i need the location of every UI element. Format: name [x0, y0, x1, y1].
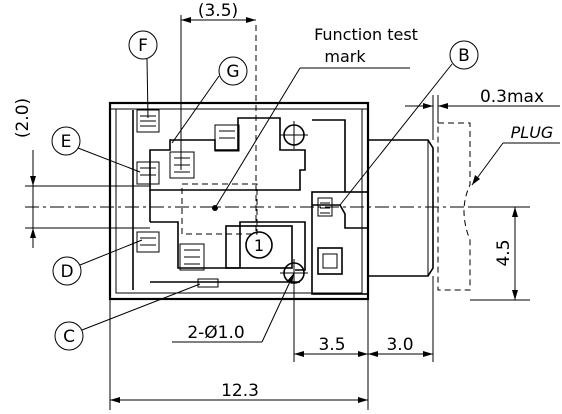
callout-g-label: G	[226, 62, 239, 82]
dim-overall-width-label: 12.3	[221, 381, 259, 401]
callout-b-label: B	[458, 46, 470, 66]
callout-e: E	[51, 126, 141, 173]
pin-one-label: 1	[254, 236, 264, 255]
pin-one-marker: 1	[245, 231, 273, 259]
dim-left-height: (2.0)	[13, 98, 150, 248]
callout-b: B	[339, 40, 479, 206]
dim-overall-width: 12.3	[109, 299, 369, 410]
dim-top-width: (3.5)	[180, 1, 256, 170]
callout-f-label: F	[138, 36, 148, 56]
plug-label: PLUG	[511, 123, 554, 142]
function-test-note: Function test mark	[214, 25, 418, 209]
callout-c: C	[54, 283, 201, 351]
dim-max-gap-label: 0.3max	[480, 87, 544, 107]
hole-top	[280, 121, 308, 149]
hole-note-label: 2-Ø1.0	[187, 323, 244, 343]
plug-outline	[437, 122, 471, 291]
plug-note: PLUG	[471, 123, 560, 186]
callout-g: G	[171, 56, 248, 144]
dim-plug-height: 4.5	[470, 206, 530, 301]
dim-left-height-label: (2.0)	[13, 98, 33, 138]
dim-max-gap: 0.3max	[405, 87, 560, 140]
dim-top-width-label: (3.5)	[198, 1, 238, 21]
callout-c-label: C	[63, 327, 75, 347]
function-test-line2: mark	[324, 47, 366, 66]
dim-lower-left-label: 3.5	[318, 335, 345, 355]
dim-plug-height-label: 4.5	[494, 239, 514, 266]
callout-d: D	[52, 239, 143, 286]
dim-lower: 3.5 3.0	[293, 276, 434, 362]
callout-e-label: E	[61, 132, 72, 152]
function-test-line1: Function test	[314, 25, 418, 44]
plug-barrel	[368, 139, 434, 277]
dim-lower-right-label: 3.0	[386, 335, 413, 355]
callout-d-label: D	[60, 262, 73, 282]
internal-features	[132, 109, 369, 295]
callout-f: F	[128, 30, 158, 119]
hole-note: 2-Ø1.0	[172, 272, 295, 343]
